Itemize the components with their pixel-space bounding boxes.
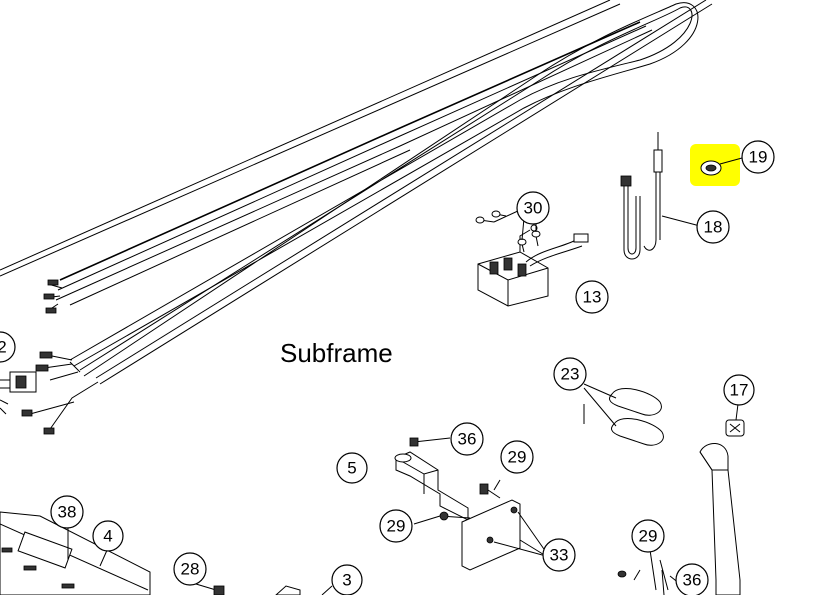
callout-33: 33 [542, 538, 576, 572]
callout-30: 30 [516, 191, 550, 225]
part-19-grommet [700, 157, 743, 176]
callout-29-top: 29 [500, 440, 534, 474]
part-17-cap [725, 403, 745, 437]
callout-3: 3 [331, 564, 363, 595]
part-18-sensor-lead [620, 132, 701, 260]
callout-4: 4 [92, 520, 124, 552]
callout-38: 38 [50, 495, 84, 529]
part-3-bracket [275, 585, 333, 595]
callout-36-bottom: 36 [675, 563, 709, 595]
callout-18: 18 [696, 210, 730, 244]
callout-29-right: 29 [631, 519, 665, 553]
callout-36-top: 36 [450, 422, 484, 456]
wire-harness-upper [0, 0, 653, 314]
callout-2: 2 [0, 331, 16, 363]
callout-13: 13 [575, 280, 609, 314]
callout-13-label: 13 [583, 288, 602, 307]
callout-29-left-label: 29 [387, 517, 406, 536]
callout-36-bottom-label: 36 [683, 571, 702, 590]
callout-4-label: 4 [103, 527, 112, 546]
callout-36-top-label: 36 [458, 430, 477, 449]
part-4-rail [0, 511, 151, 595]
callout-23: 23 [553, 357, 587, 391]
callout-5-label: 5 [347, 459, 356, 478]
callout-17-label: 17 [730, 381, 749, 400]
callout-30-label: 30 [524, 199, 543, 218]
callout-29-right-label: 29 [639, 527, 658, 546]
callout-17: 17 [723, 374, 755, 406]
wire-harness-looped [21, 0, 713, 435]
part-28-clip [195, 583, 225, 595]
part-13-relay [477, 224, 589, 307]
callout-23-label: 23 [561, 365, 580, 384]
part-33-plate [461, 499, 547, 571]
callout-2-label: 2 [0, 338, 7, 357]
tube [699, 443, 741, 595]
part-29-bolts [413, 479, 669, 595]
diagram-title: Subframe [280, 338, 393, 368]
callout-38-label: 38 [58, 503, 77, 522]
callout-29-left: 29 [379, 509, 413, 543]
callout-28: 28 [173, 552, 207, 586]
callout-29-top-label: 29 [508, 448, 527, 467]
part-2-switch [0, 371, 37, 415]
callout-28-label: 28 [181, 560, 200, 579]
callout-18-label: 18 [704, 218, 723, 237]
callout-3-label: 3 [342, 571, 351, 590]
callout-19: 19 [741, 140, 775, 174]
callout-19-label: 19 [749, 148, 768, 167]
part-30-screws [475, 209, 541, 253]
part-23-pads [583, 383, 664, 446]
part-5-bracket [394, 451, 469, 521]
callout-33-label: 33 [550, 546, 569, 565]
callout-5: 5 [336, 452, 368, 484]
